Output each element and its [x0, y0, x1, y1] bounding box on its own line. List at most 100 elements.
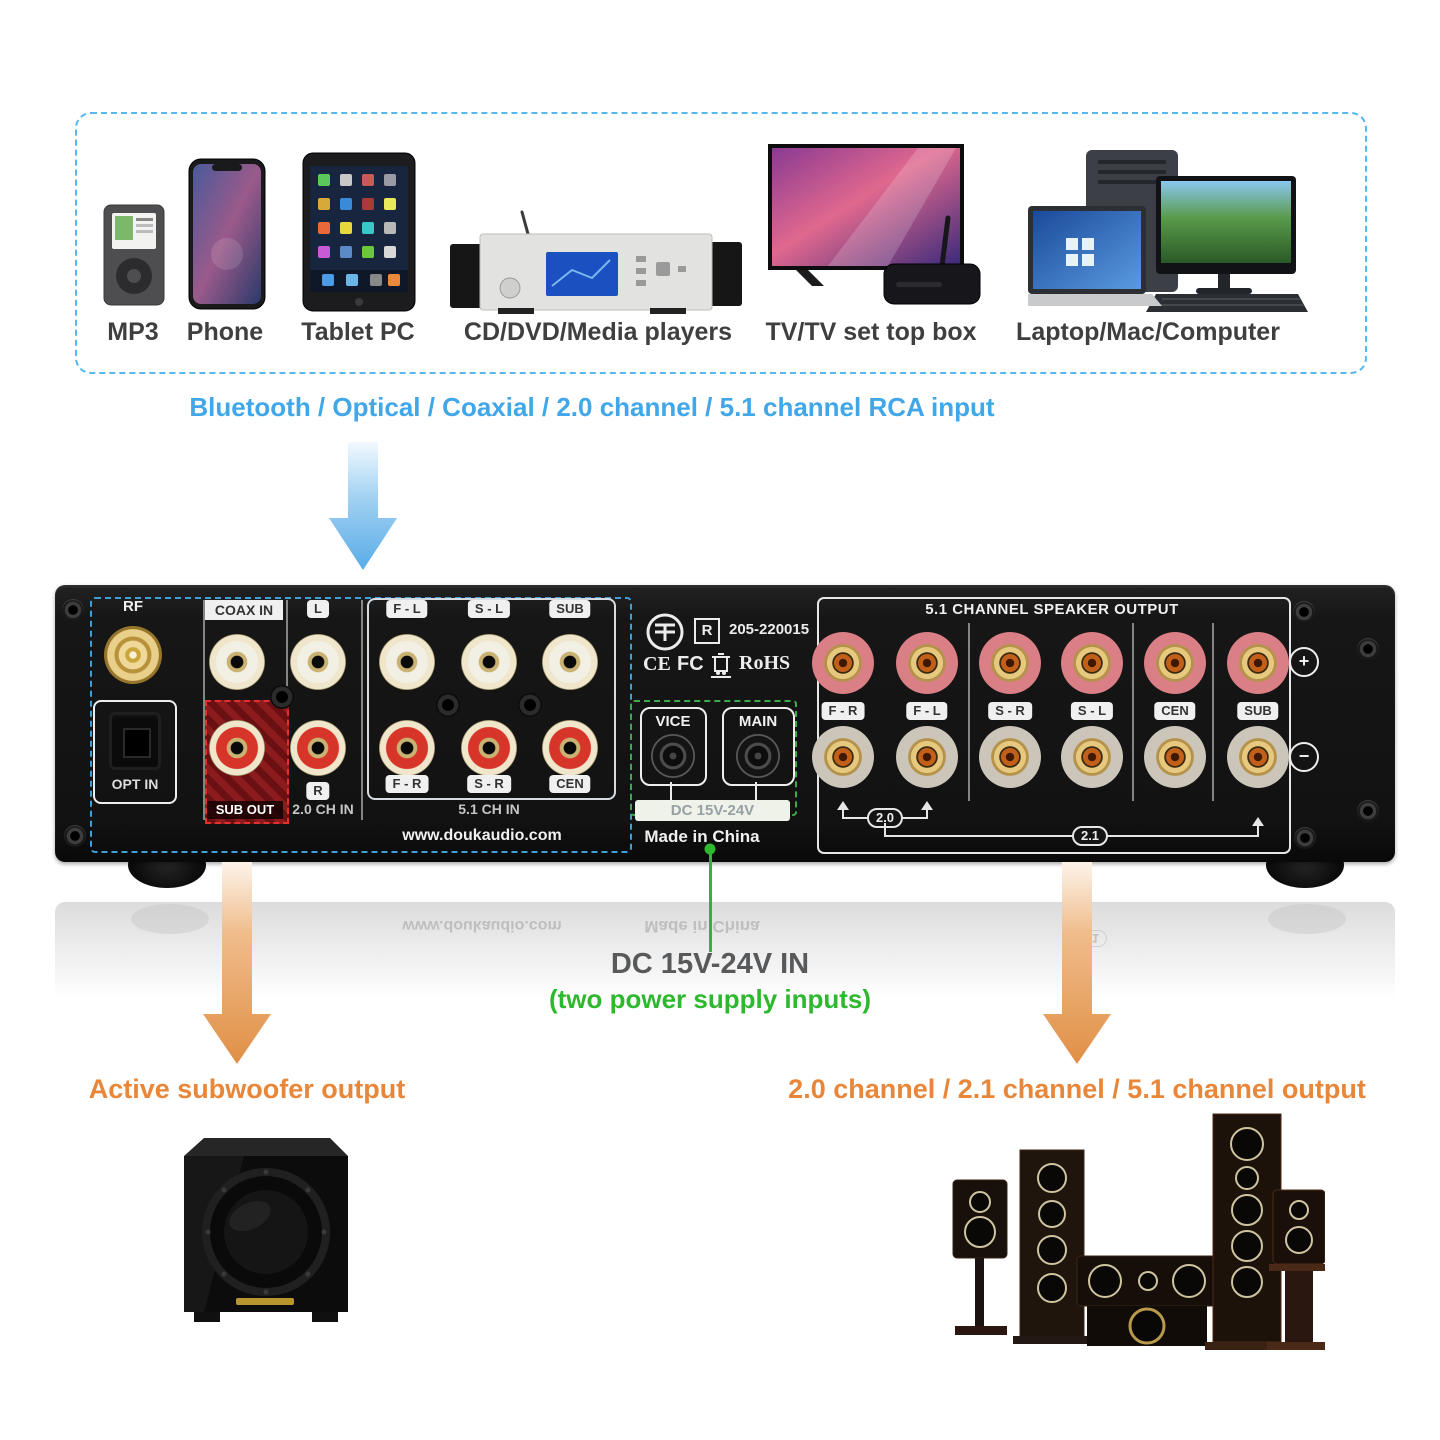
website-text: www.doukaudio.com — [402, 827, 562, 844]
connector-line — [755, 782, 757, 800]
bracket-line — [1257, 825, 1259, 835]
sl-rca-jack[interactable] — [461, 634, 517, 690]
fcc-mark: FC — [677, 653, 704, 675]
blue-down-arrow-icon — [327, 442, 399, 577]
screw — [1294, 827, 1316, 849]
vice-label: VICE — [655, 713, 691, 730]
orange-down-arrow-left-icon — [201, 862, 273, 1069]
rf-antenna-connector[interactable] — [104, 626, 162, 684]
out-sl-label: S - L — [1070, 702, 1114, 720]
device-label-cd: CD/DVD/Media players — [463, 318, 733, 346]
amplifier-rear-panel: RF OPT IN COAX IN SUB OUT L R 2.0 CH IN — [55, 585, 1395, 862]
orange-down-arrow-right-icon — [1041, 862, 1113, 1069]
binding-post-negative-cen[interactable] — [1144, 726, 1206, 788]
device-label-mp3: MP3 — [107, 318, 159, 346]
screw — [518, 693, 542, 717]
subwoofer-image — [170, 1130, 362, 1341]
binding-post-positive-sub[interactable] — [1227, 632, 1289, 694]
group-21-label: 2.1 — [1071, 826, 1109, 846]
binding-post-positive-fr[interactable] — [812, 632, 874, 694]
phone-image — [188, 158, 266, 315]
vice-dc-jack[interactable] — [651, 734, 695, 778]
binding-post-negative-sr[interactable] — [979, 726, 1041, 788]
binding-post-negative-fl[interactable] — [896, 726, 958, 788]
vice-power-input[interactable]: VICE — [640, 707, 707, 786]
device-label-tv: TV/TV set top box — [765, 318, 977, 346]
reflection-website: www.doukaudio.com — [402, 917, 562, 934]
device-label-phone: Phone — [186, 318, 264, 346]
screw — [270, 685, 294, 709]
ch20-in-label: 2.0 CH IN — [292, 801, 354, 817]
bracket-line — [884, 835, 1259, 837]
sub-out-rca-jack[interactable] — [209, 720, 265, 776]
out-fl-label: F - L — [906, 702, 948, 720]
sr-rca-jack[interactable] — [461, 720, 517, 776]
dc-voltage-label: DC 15V-24V — [635, 800, 790, 821]
binding-post-positive-fl[interactable] — [896, 632, 958, 694]
optical-input-port[interactable]: OPT IN — [93, 700, 177, 804]
rohs-mark: RoHS — [739, 652, 791, 674]
source-devices-box — [75, 112, 1367, 374]
sub-in-label: SUB — [549, 600, 591, 618]
binding-post-positive-sl[interactable] — [1061, 632, 1123, 694]
input-caption: Bluetooth / Optical / Coaxial / 2.0 chan… — [189, 392, 995, 422]
sl-in-label: S - L — [467, 600, 511, 618]
binding-post-negative-fr[interactable] — [812, 726, 874, 788]
made-in-china-text: Made in China — [644, 827, 760, 846]
bracket-arrow — [921, 801, 933, 810]
main-label: MAIN — [738, 713, 778, 730]
bracket-line — [842, 809, 844, 819]
main-power-input[interactable]: MAIN — [722, 707, 795, 786]
device-label-tablet: Tablet PC — [301, 318, 415, 346]
cen-rca-jack[interactable] — [542, 720, 598, 776]
cd-player-image — [450, 208, 742, 321]
binding-post-negative-sl[interactable] — [1061, 726, 1123, 788]
panel-reflection: www.doukaudio.com Made in China 2.1 — [55, 902, 1395, 1010]
cert-number: 205-220015 — [729, 621, 810, 638]
sub-rca-jack[interactable] — [542, 634, 598, 690]
computer-image — [1028, 148, 1316, 321]
screw — [436, 693, 460, 717]
bracket-line — [884, 823, 886, 836]
sub-out-label: SUB OUT — [215, 802, 275, 817]
binding-post-positive-cen[interactable] — [1144, 632, 1206, 694]
screw — [1357, 800, 1379, 822]
line-in-left-rca[interactable] — [290, 634, 346, 690]
binding-post-positive-sr[interactable] — [979, 632, 1041, 694]
screw — [62, 599, 84, 621]
device-label-computer: Laptop/Mac/Computer — [1016, 318, 1280, 346]
screw — [1293, 601, 1315, 623]
dc-pointer-line — [709, 848, 712, 952]
sr-in-label: S - R — [467, 775, 511, 793]
bracket-line — [926, 809, 928, 819]
out-cen-label: CEN — [1154, 702, 1196, 720]
reflection-foot — [1268, 904, 1346, 934]
sub-out-label-strip: SUB OUT — [207, 801, 283, 819]
binding-post-negative-sub[interactable] — [1227, 726, 1289, 788]
bracket-arrow — [837, 801, 849, 810]
divider — [203, 600, 205, 820]
divider — [361, 600, 363, 820]
screw — [1357, 638, 1379, 660]
giteki-mark-icon — [645, 612, 685, 652]
main-dc-jack[interactable] — [736, 734, 780, 778]
coax-rca-jack[interactable] — [209, 634, 265, 690]
divider — [1212, 623, 1214, 801]
ch51-in-box — [367, 598, 616, 800]
reflection-made-in: Made in China — [644, 917, 760, 936]
speaker-set-image — [925, 1098, 1329, 1355]
dc-pointer-dot — [704, 843, 716, 855]
fr-rca-jack[interactable] — [379, 720, 435, 776]
mp3-player-image — [103, 204, 165, 311]
rf-label: RF — [123, 598, 143, 615]
fl-in-label: F - L — [386, 600, 428, 618]
out-sr-label: S - R — [988, 702, 1032, 720]
divider — [1132, 623, 1134, 801]
fl-rca-jack[interactable] — [379, 634, 435, 690]
bracket-arrow — [1252, 817, 1264, 826]
line-in-right-rca[interactable] — [290, 720, 346, 776]
ch51-in-label: 5.1 CH IN — [458, 801, 520, 817]
ce-mark: CE — [643, 653, 671, 675]
positive-terminal-icon: + — [1289, 647, 1319, 677]
